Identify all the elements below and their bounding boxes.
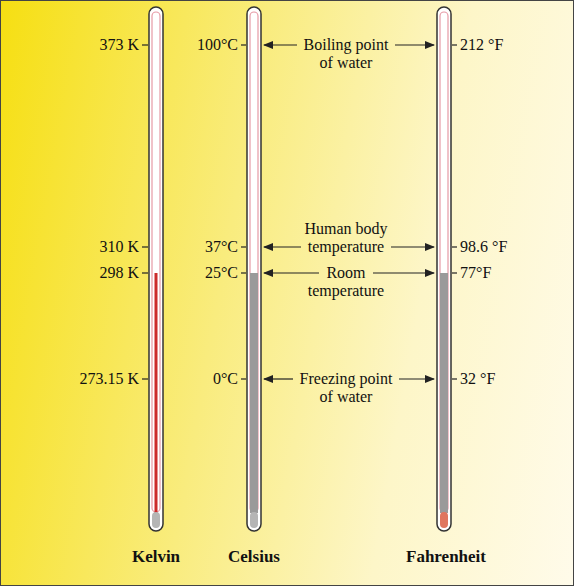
fahrenheit-value: 212 °F [460, 36, 503, 54]
bulb [152, 512, 160, 528]
reference-label: Boiling point of water [299, 36, 393, 72]
bulb [250, 512, 258, 528]
tube-bore [152, 12, 160, 512]
kelvin-value: 298 K [99, 264, 139, 282]
scale-name: Kelvin [132, 547, 180, 567]
scale-name: Celsius [228, 547, 280, 567]
bulb [440, 512, 448, 528]
kelvin-thermometer [149, 7, 163, 531]
tube-bore [250, 12, 258, 512]
tube-bore [440, 12, 448, 512]
fahrenheit-thermometer [437, 7, 451, 531]
kelvin-value: 373 K [99, 36, 139, 54]
scale-name: Fahrenheit [406, 547, 486, 567]
kelvin-value: 273.15 K [79, 370, 139, 388]
celsius-value: 100°C [197, 36, 238, 54]
celsius-thermometer [247, 7, 261, 531]
pointer-arrows [264, 45, 434, 379]
tube-outline [437, 7, 451, 531]
fahrenheit-value: 98.6 °F [460, 238, 507, 256]
tube-outline [149, 7, 163, 531]
mercury-column [440, 273, 448, 513]
reference-label: Freezing point of water [295, 370, 397, 406]
reference-label: Human body temperature [296, 220, 396, 256]
tube-outline [247, 7, 261, 531]
celsius-value: 25°C [205, 264, 238, 282]
mercury-column [250, 273, 258, 513]
celsius-value: 0°C [213, 370, 238, 388]
reference-label: Room temperature [299, 264, 394, 300]
fahrenheit-value: 77°F [460, 264, 491, 282]
kelvin-value: 310 K [99, 238, 139, 256]
mercury-column [155, 273, 158, 513]
fahrenheit-value: 32 °F [460, 370, 495, 388]
celsius-value: 37°C [205, 238, 238, 256]
tick-marks [142, 45, 457, 379]
